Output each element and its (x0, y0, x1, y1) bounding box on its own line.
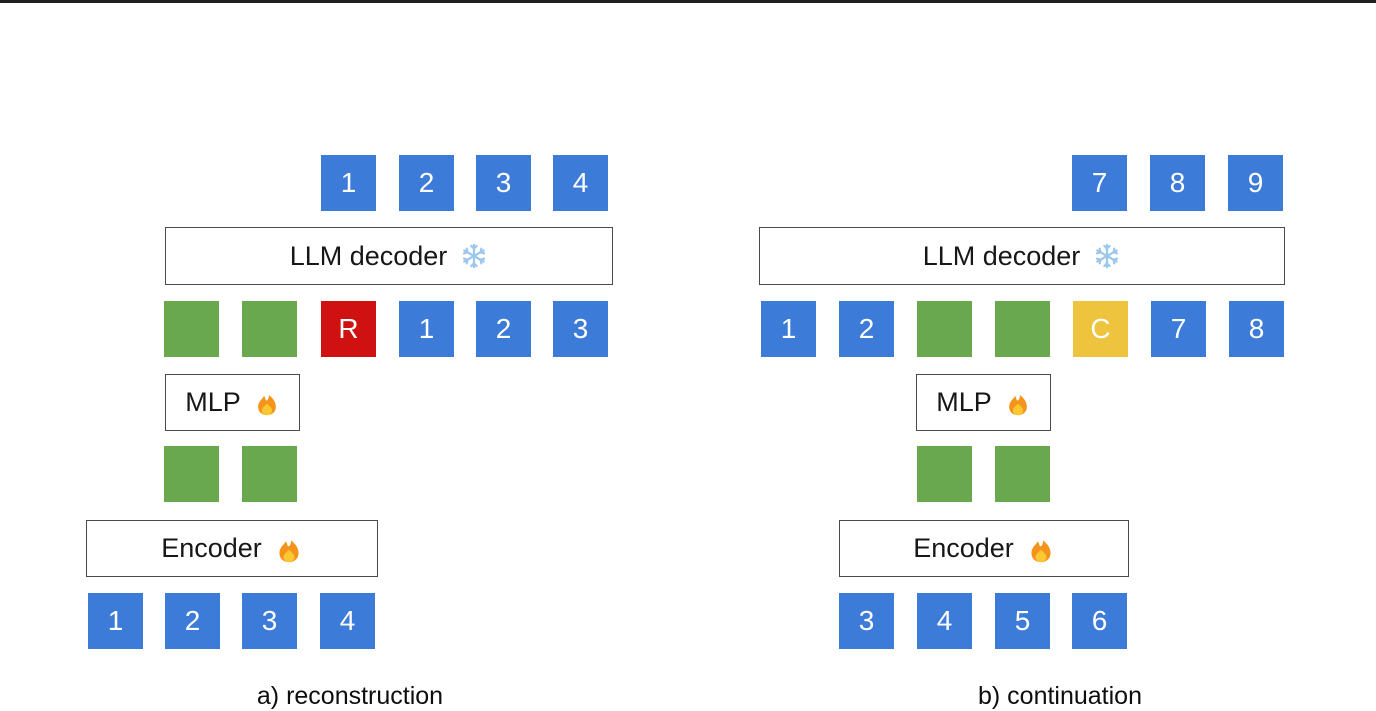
caption-b: b) continuation (977, 682, 1142, 710)
token-label: 4 (339, 605, 356, 636)
input-token-box: 3 (242, 593, 297, 649)
token-label: 5 (1014, 605, 1031, 636)
encoder-box: Encoder (839, 520, 1129, 577)
token-label: 8 (1248, 313, 1265, 344)
token-label: 2 (184, 605, 201, 636)
input-token-box: 4 (917, 593, 972, 649)
latent-embedding-box (995, 301, 1050, 357)
token-label: 2 (418, 167, 435, 198)
token-label: 3 (572, 313, 589, 344)
context-token-box: 1 (399, 301, 454, 357)
context-token-box: 7 (1151, 301, 1206, 357)
token-label: 1 (418, 313, 435, 344)
snowflake-icon (460, 242, 488, 270)
context-token-box: 2 (839, 301, 894, 357)
mlp-label: MLP (185, 387, 241, 417)
context-token-box: 3 (553, 301, 608, 357)
context-token-box: 8 (1229, 301, 1284, 357)
latent-embedding-box (995, 446, 1050, 502)
token-label: 1 (780, 313, 797, 344)
output-token-box: 2 (399, 155, 454, 211)
input-token-box: 4 (320, 593, 375, 649)
token-label: 3 (261, 605, 278, 636)
token-label: 3 (858, 605, 875, 636)
context-token-box: 1 (761, 301, 816, 357)
llm-decoder-label: LLM decoder (922, 240, 1081, 271)
flame-icon (1005, 390, 1031, 416)
caption-a: a) reconstruction (256, 682, 444, 710)
encoder-box: Encoder (86, 520, 378, 577)
latent-embedding-box (164, 301, 219, 357)
mlp-box: MLP (916, 374, 1051, 431)
token-label: 7 (1170, 313, 1187, 344)
token-label: 3 (495, 167, 512, 198)
latent-embedding-box (917, 446, 972, 502)
input-token-box: 3 (839, 593, 894, 649)
token-label: 4 (572, 167, 589, 198)
token-label: 1 (340, 167, 357, 198)
output-token-box: 7 (1072, 155, 1127, 211)
continuation-token-box: C (1073, 301, 1128, 357)
llm-decoder-box: LLM decoder (759, 227, 1285, 285)
output-token-box: 4 (553, 155, 608, 211)
token-label: R (338, 313, 359, 344)
input-token-box: 6 (1072, 593, 1127, 649)
output-token-box: 9 (1228, 155, 1283, 211)
token-label: 2 (495, 313, 512, 344)
token-label: 1 (107, 605, 124, 636)
reconstruction-token-box: R (321, 301, 376, 357)
token-label: 9 (1247, 167, 1264, 198)
flame-icon (254, 390, 280, 416)
llm-decoder-label: LLM decoder (289, 240, 448, 271)
llm-decoder-box: LLM decoder (165, 227, 613, 285)
token-label: C (1090, 313, 1111, 344)
flame-icon (275, 535, 303, 563)
top-rule (0, 0, 1376, 3)
mlp-box: MLP (165, 374, 300, 431)
output-token-box: 3 (476, 155, 531, 211)
token-label: 6 (1091, 605, 1108, 636)
latent-embedding-box (164, 446, 219, 502)
input-token-box: 1 (88, 593, 143, 649)
output-token-box: 1 (321, 155, 376, 211)
snowflake-icon (1093, 242, 1121, 270)
token-label: 7 (1091, 167, 1108, 198)
context-token-box: 2 (476, 301, 531, 357)
input-token-box: 5 (995, 593, 1050, 649)
mlp-label: MLP (936, 387, 992, 417)
latent-embedding-box (242, 301, 297, 357)
encoder-label: Encoder (913, 533, 1014, 563)
token-label: 4 (936, 605, 953, 636)
latent-embedding-box (917, 301, 972, 357)
token-label: 2 (858, 313, 875, 344)
input-token-box: 2 (165, 593, 220, 649)
latent-embedding-box (242, 446, 297, 502)
token-label: 8 (1169, 167, 1186, 198)
output-token-box: 8 (1150, 155, 1205, 211)
encoder-label: Encoder (161, 533, 262, 563)
flame-icon (1027, 535, 1055, 563)
